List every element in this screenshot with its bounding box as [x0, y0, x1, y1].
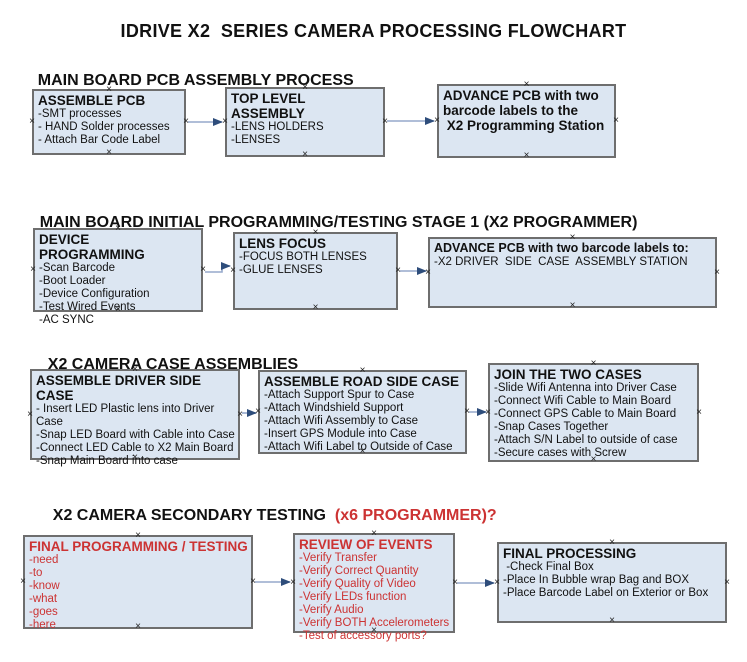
box-item: -Attach Wifi Label to Outside of Case [264, 441, 453, 453]
box-item: - Attach Bar Code Label [38, 134, 161, 146]
flow-box-device-programming[interactable]: DEVICE PROGRAMMING -Scan Barcode-Boot Lo… [30, 224, 206, 327]
flow-box-join-the-two-cases[interactable]: JOIN THE TWO CASES -Slide Wifi Antenna i… [485, 359, 702, 465]
box-item-list: -Slide Wifi Antenna into Driver Case-Con… [494, 382, 694, 460]
box-item: -goes [29, 606, 58, 618]
box-item: -Device Configuration [39, 288, 150, 300]
box-item: - Insert LED Plastic lens into Driver Ca… [36, 403, 218, 428]
box-title: REVIEW OF EVENTS [299, 537, 433, 552]
flow-box-lens-focus[interactable]: LENS FOCUS -FOCUS BOTH LENSES-GLUE LENSE… [230, 228, 401, 313]
box-item: -Place In Bubble wrap Bag and BOX [503, 574, 690, 586]
box-item: -Attach Wifi Assembly to Case [264, 415, 419, 427]
section-heading-text: X2 CAMERA CASE ASSEMBLIES [47, 356, 299, 373]
flow-box-top-level-assembly[interactable]: TOP LEVEL ASSEMBLY -LENS HOLDERS-LENSES … [222, 83, 388, 160]
box-title: JOIN THE TWO CASES [494, 367, 642, 382]
box-item-list: -Attach Support Spur to Case-Attach Wind… [264, 389, 462, 454]
section-heading-text: MAIN BOARD INITIAL PROGRAMMING/TESTING S… [39, 214, 638, 231]
box-item-list: -Scan Barcode-Boot Loader-Device Configu… [39, 262, 198, 327]
box-item: -Verify Transfer [299, 552, 377, 564]
box-item: -GLUE LENSES [239, 264, 323, 276]
box-item: -Attach Windshield Support [264, 402, 404, 414]
box-title: ADVANCE PCB with two barcode labels to: [434, 241, 689, 255]
box-item: -Scan Barcode [39, 262, 116, 274]
box-item-list: -Check Final Box-Place In Bubble wrap Ba… [503, 561, 722, 600]
box-item: -know [29, 580, 60, 592]
box-item-list: -need-to-know-what-goes-here [29, 554, 248, 632]
section-heading-initial-programming: MAIN BOARD INITIAL PROGRAMMING/TESTING S… [22, 196, 638, 250]
box-title: FINAL PROGRAMMING / TESTING [29, 539, 248, 554]
section-heading-text: MAIN BOARD PCB ASSEMBLY PROCESS [37, 72, 354, 89]
box-title: DEVICE PROGRAMMING [39, 232, 145, 262]
box-item: -Attach S/N Label to outside of case [494, 434, 678, 446]
flow-box-review-of-events[interactable]: REVIEW OF EVENTS -Verify Transfer-Verify… [290, 529, 458, 643]
box-item: -X2 DRIVER SIDE CASE ASSEMBLY STATION [434, 256, 688, 268]
box-item: -here [29, 619, 56, 631]
section-heading-case-assemblies: X2 CAMERA CASE ASSEMBLIES [30, 338, 298, 392]
section-heading-pcb-assembly: MAIN BOARD PCB ASSEMBLY PROCESS [20, 54, 354, 108]
flow-box-assemble-driver-side-case[interactable]: ASSEMBLE DRIVER SIDE CASE - Insert LED P… [27, 365, 243, 468]
box-item: -Insert GPS Module into Case [264, 428, 417, 440]
flow-box-assemble-pcb[interactable]: ASSEMBLE PCB -SMT processes- HAND Solder… [29, 85, 189, 158]
flow-box-final-processing[interactable]: FINAL PROCESSING -Check Final Box-Place … [494, 538, 730, 626]
box-title: ASSEMBLE ROAD SIDE CASE [264, 374, 460, 389]
box-item: -LENS HOLDERS [231, 121, 324, 133]
box-item: -Place Barcode Label on Exterior or Box [503, 587, 709, 599]
box-item: -Slide Wifi Antenna into Driver Case [494, 382, 677, 394]
box-item: -Snap LED Board with Cable into Case [36, 429, 235, 441]
box-item: -Verify Quality of Video [299, 578, 416, 590]
flow-box-advance-pcb-driver-side-station[interactable]: ADVANCE PCB with two barcode labels to: … [425, 233, 720, 311]
box-item: -need [29, 554, 59, 566]
box-item: -AC SYNC [39, 314, 94, 326]
box-item-list: - Insert LED Plastic lens into Driver Ca… [36, 403, 235, 468]
box-title: ASSEMBLE PCB [38, 93, 146, 108]
box-item: -LENSES [231, 134, 281, 146]
box-item: -Snap Cases Together [494, 421, 609, 433]
box-title: FINAL PROCESSING [503, 546, 637, 561]
box-item: -Attach Support Spur to Case [264, 389, 415, 401]
box-item: -Connect GPS Cable to Main Board [494, 408, 677, 420]
box-item: -Verify Audio [299, 604, 364, 616]
flow-box-assemble-road-side-case[interactable]: ASSEMBLE ROAD SIDE CASE -Attach Support … [255, 366, 470, 457]
box-item: -Connect Wifi Cable to Main Board [494, 395, 672, 407]
box-item-list: -FOCUS BOTH LENSES-GLUE LENSES [239, 251, 393, 277]
box-item: -Connect LED Cable to X2 Main Board [36, 442, 234, 454]
box-item: -Check Final Box [503, 561, 594, 573]
box-item: -Boot Loader [39, 275, 106, 287]
page-title: IDRIVE X2 SERIES CAMERA PROCESSING FLOWC… [120, 21, 627, 41]
box-item: -Test Wired Events [39, 301, 136, 313]
box-item-list: -LENS HOLDERS-LENSES [231, 121, 380, 147]
box-item: - HAND Solder processes [38, 121, 170, 133]
box-item: -Verify BOTH Accelerometers [299, 617, 450, 629]
box-title: TOP LEVEL ASSEMBLY [231, 91, 309, 121]
flow-box-final-programming-testing[interactable]: FINAL PROGRAMMING / TESTING -need-to-kno… [20, 531, 256, 632]
box-item: -what [29, 593, 58, 605]
connector-arrow[interactable] [205, 262, 231, 273]
box-item: -Secure cases with Screw [494, 447, 627, 459]
section-heading-suffix: (x6 PROGRAMMER)? [326, 507, 497, 524]
box-item: -Snap Main Board into case [36, 455, 178, 467]
box-item-list: -SMT processes- HAND Solder processes- A… [38, 108, 181, 147]
box-title: LENS FOCUS [239, 236, 327, 251]
section-heading-secondary-testing: X2 CAMERA SECONDARY TESTING (x6 PROGRAMM… [35, 489, 497, 543]
box-item: -to [29, 567, 43, 579]
box-title: ADVANCE PCB with two barcode labels to t… [443, 88, 605, 133]
flow-box-advance-pcb-programming-station[interactable]: ADVANCE PCB with two barcode labels to t… [434, 80, 619, 161]
box-item: -SMT processes [38, 108, 122, 120]
box-item: -Test of accessory ports? [299, 630, 427, 642]
section-heading-text: X2 CAMERA SECONDARY TESTING [52, 507, 326, 524]
box-item: -Verify Correct Quantity [299, 565, 419, 577]
box-item-list: -X2 DRIVER SIDE CASE ASSEMBLY STATION [434, 256, 712, 269]
box-item-list: -Verify Transfer-Verify Correct Quantity… [299, 552, 450, 643]
box-item: -FOCUS BOTH LENSES [239, 251, 367, 263]
box-item: -Verify LEDs function [299, 591, 407, 603]
box-title: ASSEMBLE DRIVER SIDE CASE [36, 373, 205, 403]
